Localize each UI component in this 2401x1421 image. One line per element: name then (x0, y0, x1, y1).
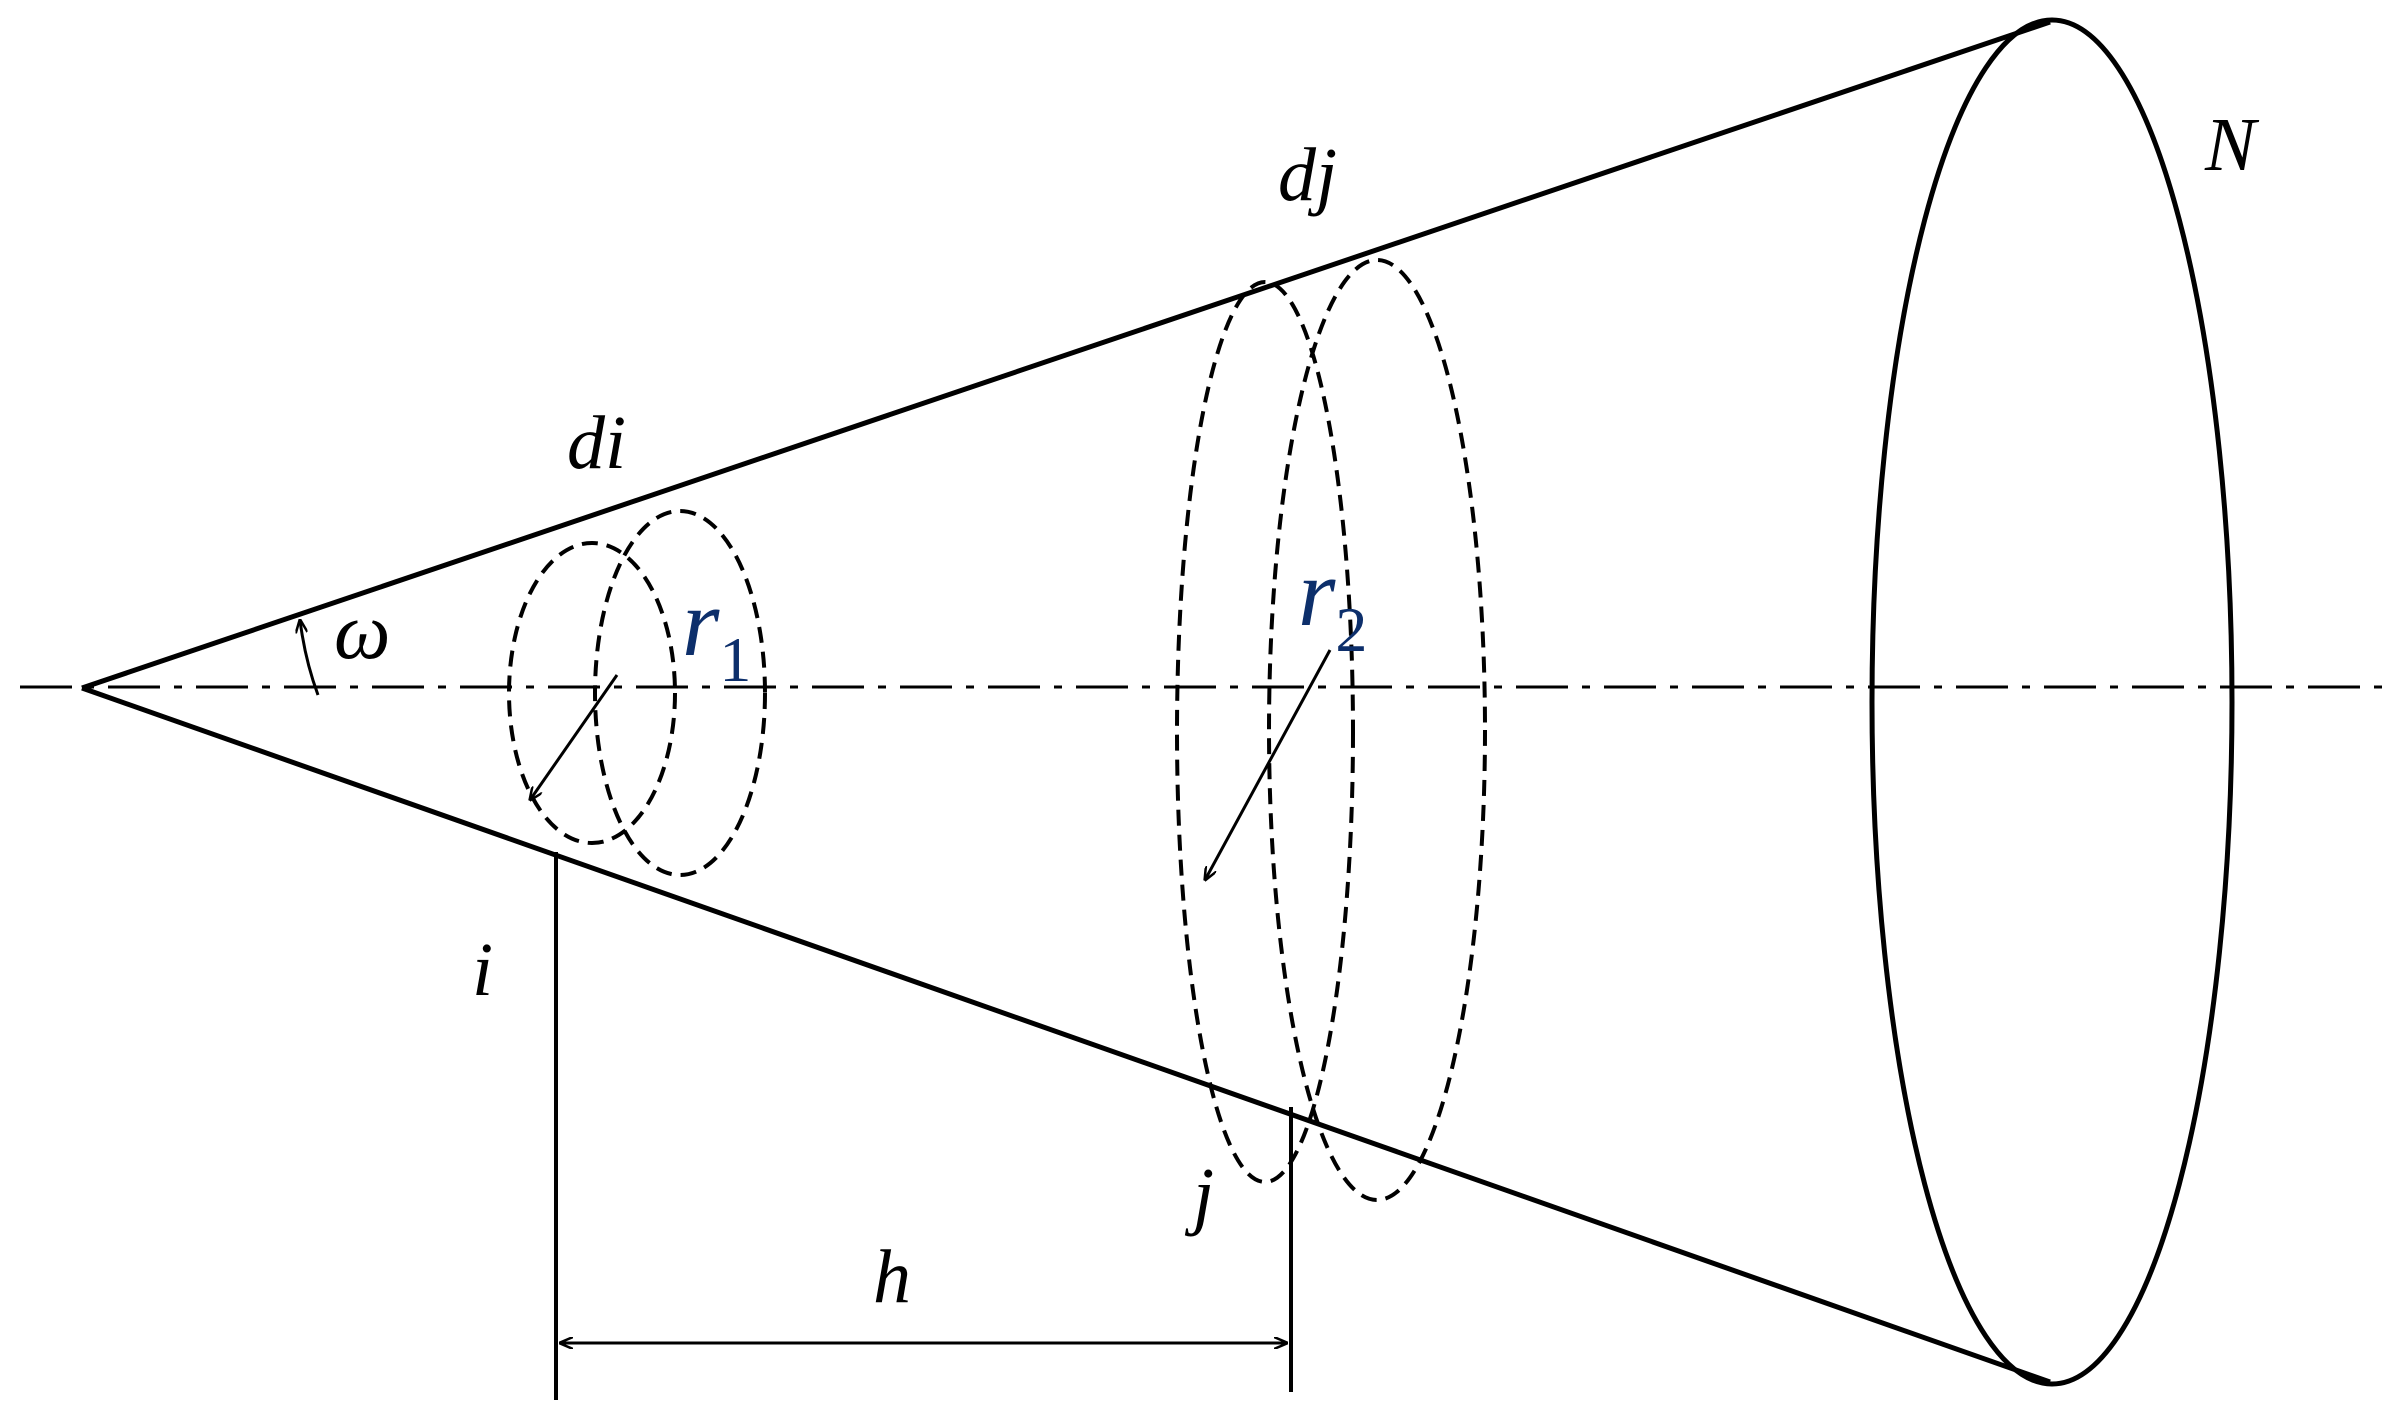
label-radius-2: r2 (1298, 539, 1367, 665)
label-point-j: j (1184, 1153, 1214, 1237)
cone-base-ellipse (1869, 17, 2235, 1387)
label-point-i: i (472, 928, 493, 1012)
cone-top-edge (81, 19, 2051, 691)
cone-bottom-edge (81, 685, 2051, 1385)
ring-i-front (507, 541, 677, 845)
label-radius-1: r1 (682, 569, 751, 695)
label-omega: ω (334, 588, 390, 676)
ring-j-front (1175, 280, 1355, 1184)
label-di: di (567, 401, 626, 485)
label-distance-h: h (873, 1235, 911, 1319)
label-base-n: N (2204, 103, 2260, 187)
ring-i-back (593, 509, 767, 877)
label-dj: dj (1278, 133, 1337, 217)
radius-1-arrow (530, 674, 619, 800)
angle-arc-arrow (300, 620, 320, 696)
radius-2-arrow (1205, 649, 1332, 880)
ring-j-back (1267, 258, 1487, 1202)
